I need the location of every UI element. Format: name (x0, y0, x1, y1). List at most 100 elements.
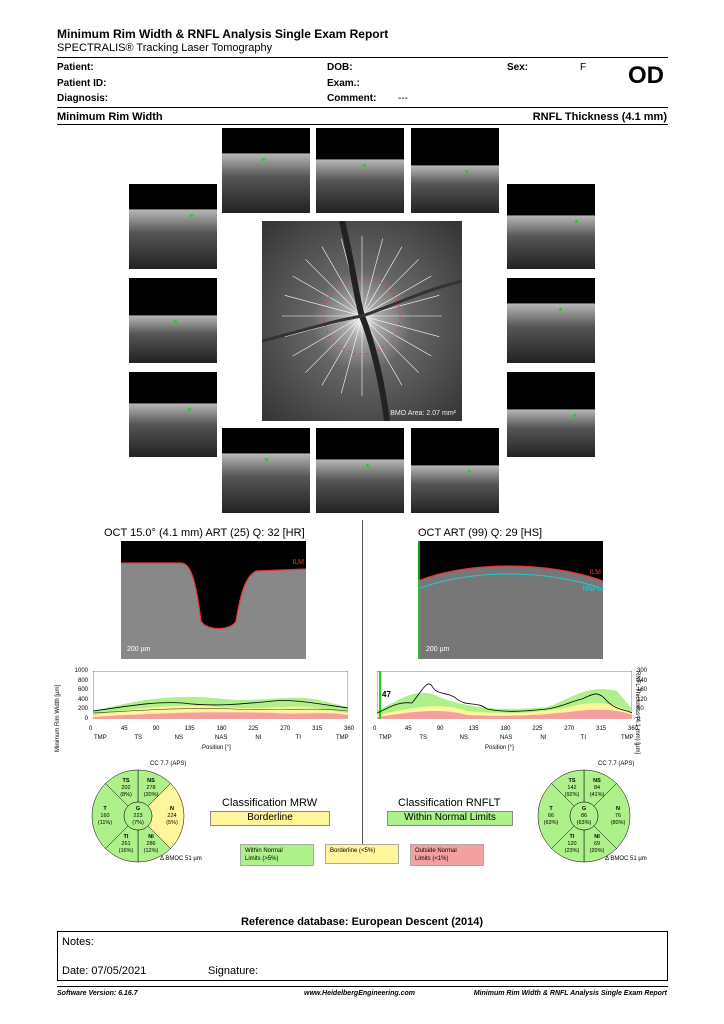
mrw-ylabel: Minimum Rim Width [µm] (55, 684, 61, 752)
tick-label: 180 (216, 726, 227, 732)
tick-label: 600 (77, 687, 88, 694)
rnfl-chart (377, 671, 632, 719)
bmo-area: BMO Area: 2.07 mm² (390, 410, 456, 417)
scan-lines-overlay (262, 221, 462, 421)
tick-label: NI (255, 735, 262, 741)
bmo-point (468, 470, 471, 473)
scale-bar: 200 µm (426, 646, 450, 653)
tick-label: 0 (89, 726, 93, 732)
oct-right-image: ILM RNFL 200 µm (418, 541, 603, 659)
bmo-point (366, 464, 369, 467)
notes-box: Notes: Date: 07/05/2021 Signature: (57, 931, 668, 981)
diagnosis-label: Diagnosis: (57, 93, 109, 104)
tick-label: 135 (184, 726, 195, 732)
sector-value: 286 (146, 841, 155, 847)
retina-tissue (411, 165, 499, 213)
tick-label: TMP (94, 735, 107, 741)
tick-label: 270 (564, 726, 575, 732)
divider (57, 124, 668, 125)
sector-value: (5%) (166, 820, 178, 826)
comment-label: Comment: (327, 93, 377, 104)
mrw-xlabel: Position [°] (202, 745, 231, 751)
sector-value: 84 (594, 785, 600, 791)
ilm-label: ILM (292, 559, 304, 566)
sector-value: (41%) (590, 792, 605, 798)
report-name: Minimum Rim Width & RNFL Analysis Single… (473, 990, 667, 997)
tick-label: NAS (500, 735, 513, 741)
sector-value: 86 (581, 813, 587, 819)
retina-tissue (129, 315, 217, 363)
sector-value: 160 (100, 813, 109, 819)
tick-label: 315 (312, 726, 323, 732)
tick-label: 180 (637, 687, 648, 694)
sector-value: TI (124, 834, 129, 840)
sector-value: TI (570, 834, 575, 840)
sector-value: 223 (133, 813, 142, 819)
report-title: Minimum Rim Width & RNFL Analysis Single… (57, 27, 389, 41)
sex-value: F (580, 62, 587, 73)
sector-value: (20%) (144, 792, 159, 798)
rnfl-cc: CC 7.7 (APS) (598, 761, 635, 767)
bmo-point (265, 458, 268, 461)
sector-value: (23%) (565, 848, 580, 854)
legend-label: Outside Normal (415, 848, 457, 854)
sector-value: (8%) (120, 792, 132, 798)
position-marker: 47 (382, 690, 391, 699)
tick-label: 270 (280, 726, 291, 732)
ilm-line (316, 159, 404, 160)
radial-bscan-thumbnail (222, 428, 310, 513)
tick-label: 360 (344, 726, 355, 732)
retina-tissue (507, 215, 595, 269)
tick-label: NS (459, 735, 468, 741)
mrw-chart (93, 671, 348, 719)
tick-label: TMP (379, 735, 392, 741)
sector-value: 142 (567, 785, 576, 791)
rnfl-xlabel: Position [°] (485, 745, 514, 751)
patient-id-label: Patient ID: (57, 78, 107, 89)
sector-value: (63%) (577, 820, 592, 826)
divider (57, 986, 668, 987)
legend-outside-normal: Outside Normal Limits (<1%) (410, 844, 484, 866)
oct-left-image: ILM 200 µm (121, 541, 306, 659)
sector-g (123, 801, 153, 831)
radial-bscan-thumbnail (507, 278, 595, 363)
ilm-line (507, 303, 595, 304)
tick-label: 0 (637, 716, 641, 722)
tick-label: 90 (436, 726, 444, 732)
ilm-line (411, 465, 499, 466)
radial-bscan-thumbnail (129, 278, 217, 363)
oct-right-title: OCT ART (99) Q: 29 [HS] (418, 527, 543, 539)
legend-label: Limits (>5%) (245, 856, 279, 862)
ilm-line (129, 315, 217, 316)
tick-label: 45 (120, 726, 128, 732)
tick-label: 1000 (74, 668, 88, 674)
retina-tissue (507, 409, 595, 457)
rnfl-bmoc-note: Δ BMOC 51 µm (605, 856, 647, 862)
bmo-point (559, 308, 562, 311)
sector-value: 224 (167, 813, 176, 819)
legend-borderline: Borderline (<5%) (325, 844, 399, 864)
tick-label: TMP (336, 735, 349, 741)
retina-tissue (316, 459, 404, 513)
legend-label: Borderline (<5%) (330, 848, 376, 854)
bmo-point (174, 320, 177, 323)
tick-label: 180 (500, 726, 511, 732)
sector-value: 261 (121, 841, 130, 847)
sector-value: N (616, 806, 620, 812)
fundus-image: BMO Area: 2.07 mm² (262, 221, 462, 421)
sector-value: T (103, 806, 107, 812)
bmo-point (363, 164, 366, 167)
ilm-line (507, 409, 595, 410)
divider (57, 57, 668, 58)
ilm-label: ILM (589, 569, 601, 576)
radial-bscan-thumbnail (507, 372, 595, 457)
sector-value: G (582, 806, 586, 812)
tick-label: 90 (152, 726, 160, 732)
legend-within-normal: Within Normal Limits (>5%) (240, 844, 314, 866)
tick-label: 315 (596, 726, 607, 732)
tick-label: TS (419, 735, 427, 741)
radial-bscan-thumbnail (507, 184, 595, 269)
radial-bscan-thumbnail (316, 428, 404, 513)
retina-tissue (507, 303, 595, 363)
signature-label: Signature: (208, 965, 259, 977)
